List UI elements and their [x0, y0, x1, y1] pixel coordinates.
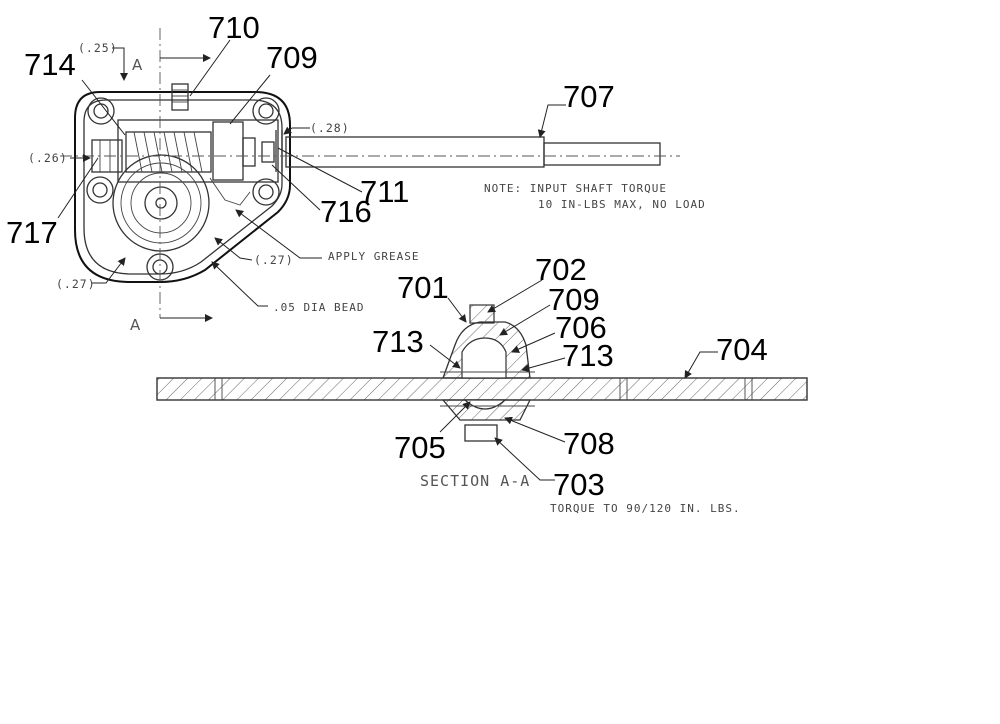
- dimension-027-left: (.27): [56, 277, 96, 291]
- note-input-torque-line1: NOTE: INPUT SHAFT TORQUE: [484, 182, 667, 195]
- mount-boss-mid-left: [86, 176, 114, 204]
- callout-711: 711: [360, 174, 409, 209]
- dimension-025: (.25): [78, 41, 118, 55]
- callout-708: 708: [563, 426, 615, 461]
- worm-gear: [125, 131, 212, 173]
- section-view: [156, 279, 808, 481]
- section-mark-a-top: A: [132, 56, 143, 74]
- callout-716: 716: [320, 194, 372, 229]
- housing-outline: [74, 91, 291, 283]
- callout-705: 705: [394, 430, 446, 465]
- gearbox-top-view: [57, 28, 680, 322]
- mount-boss-top-right: [252, 97, 280, 125]
- grease-channel: [209, 177, 251, 206]
- section-mark-a-bottom: A: [130, 316, 141, 334]
- callout-709-section: 709: [548, 282, 600, 317]
- note-torque-spec: TORQUE TO 90/120 IN. LBS.: [550, 502, 741, 515]
- callout-710: 710: [208, 10, 260, 45]
- callout-709-top: 709: [266, 40, 318, 75]
- callout-701: 701: [397, 270, 449, 305]
- callout-713-left: 713: [372, 324, 424, 359]
- dimension-026: (.26): [28, 151, 68, 165]
- output-shaft: [156, 377, 808, 401]
- dimension-028: (.28): [310, 121, 350, 135]
- bushing: [212, 121, 244, 181]
- mount-boss-mid-right: [252, 178, 280, 206]
- note-input-torque-line2: 10 IN-LBS MAX, NO LOAD: [538, 198, 706, 211]
- worm-cavity: [117, 119, 279, 183]
- callout-717: 717: [6, 215, 58, 250]
- section-title: SECTION A-A: [420, 472, 530, 490]
- note-dia-bead: .05 DIA BEAD: [273, 301, 364, 314]
- hub-assembly: [440, 304, 535, 442]
- callout-707: 707: [563, 79, 615, 114]
- callout-713-right: 713: [562, 338, 614, 373]
- set-screw: [171, 83, 189, 111]
- note-apply-grease: APPLY GREASE: [328, 250, 419, 263]
- housing-inner-outline: [83, 99, 283, 275]
- mount-boss-top-left: [87, 97, 115, 125]
- callout-706: 706: [555, 310, 607, 345]
- worm-wheel: [112, 154, 210, 252]
- callout-703: 703: [553, 467, 605, 502]
- callout-704: 704: [716, 332, 768, 367]
- dimension-027-right: (.27): [254, 253, 294, 267]
- input-shaft: [275, 130, 661, 172]
- callout-714: 714: [24, 47, 76, 82]
- callout-702: 702: [535, 252, 587, 287]
